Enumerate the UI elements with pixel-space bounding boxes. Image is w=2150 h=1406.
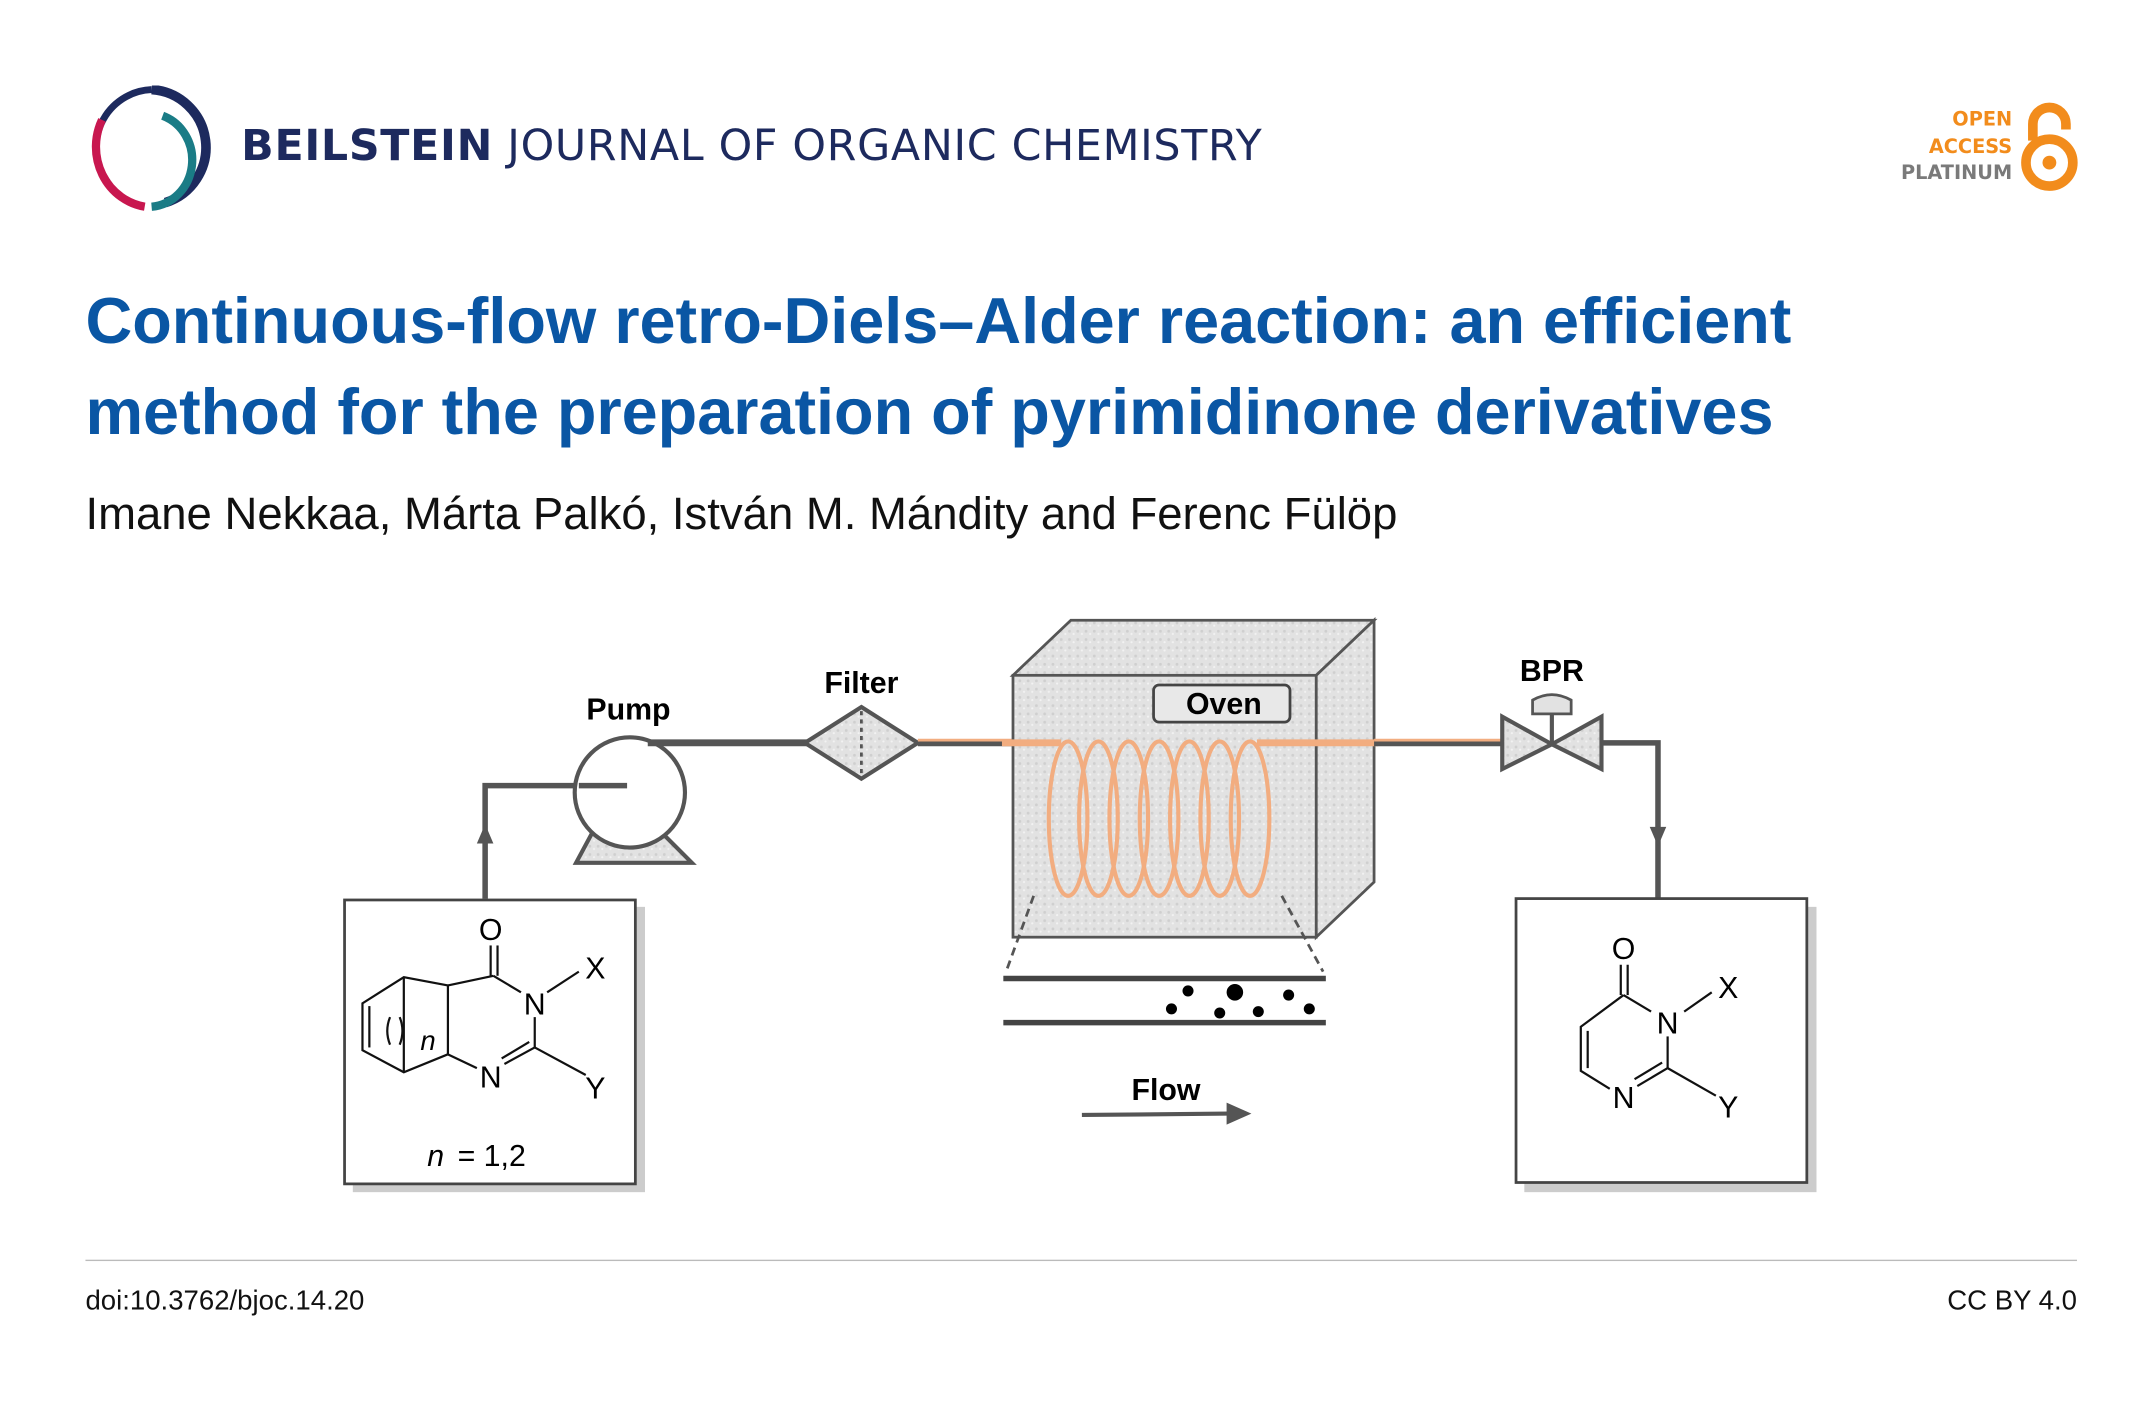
flow-label: Flow	[1131, 1074, 1200, 1107]
product-y-label: Y	[1718, 1092, 1738, 1125]
license-text: CC BY 4.0	[1947, 1285, 2077, 1317]
bpr-valve-icon	[1500, 693, 1604, 773]
filter-icon	[801, 704, 922, 782]
oven-icon	[1009, 616, 1378, 941]
pump-label: Pump	[586, 693, 670, 726]
start-n1-label: N	[524, 988, 546, 1021]
product-box: O N N X Y	[1514, 897, 1817, 1193]
product-n1-label: N	[1657, 1008, 1679, 1041]
journal-name-bold: BEILSTEIN	[241, 121, 494, 171]
start-y-label: Y	[585, 1072, 605, 1105]
product-oxygen-label: O	[1612, 933, 1636, 966]
n-note-variable: n	[427, 1140, 444, 1173]
pump-icon	[572, 735, 697, 865]
doi-text: doi:10.3762/bjoc.14.20	[85, 1285, 365, 1317]
outlet-line	[1601, 740, 1667, 899]
badge-open: OPEN	[1952, 108, 2013, 131]
product-n2-label: N	[1613, 1082, 1635, 1115]
filter-label: Filter	[824, 667, 898, 700]
beilstein-logo-icon	[91, 85, 211, 211]
start-oxygen-label: O	[479, 914, 503, 947]
n-note-values: = 1,2	[458, 1140, 526, 1173]
oven-label: Oven	[1186, 688, 1262, 721]
open-lock-icon	[2021, 102, 2078, 191]
flow-arrow-icon	[1081, 1102, 1252, 1125]
bpr-label: BPR	[1520, 655, 1584, 688]
footer-divider	[85, 1259, 2077, 1262]
badge-platinum: PLATINUM	[1900, 162, 2013, 185]
article-authors: Imane Nekkaa, Márta Palkó, István M. Mán…	[85, 487, 1398, 539]
article-title: Continuous-flow retro-Diels–Alder reacti…	[85, 283, 1792, 448]
reactor-coil	[1001, 739, 1379, 898]
packed-bed-detail	[1003, 895, 1326, 1026]
journal-name: BEILSTEIN JOURNAL OF ORGANIC CHEMISTRY	[241, 121, 1262, 171]
start-x-label: X	[585, 953, 605, 986]
journal-name-rest: JOURNAL OF ORGANIC CHEMISTRY	[507, 121, 1263, 171]
open-access-badge: OPEN ACCESS PLATINUM	[1874, 108, 2012, 189]
product-x-label: X	[1718, 972, 1738, 1005]
starting-material-box: O N N X Y n n = 1,2	[343, 898, 646, 1193]
badge-access: ACCESS	[1928, 135, 2013, 158]
start-n-subscript: n	[420, 1025, 435, 1056]
start-n2-label: N	[480, 1061, 502, 1094]
